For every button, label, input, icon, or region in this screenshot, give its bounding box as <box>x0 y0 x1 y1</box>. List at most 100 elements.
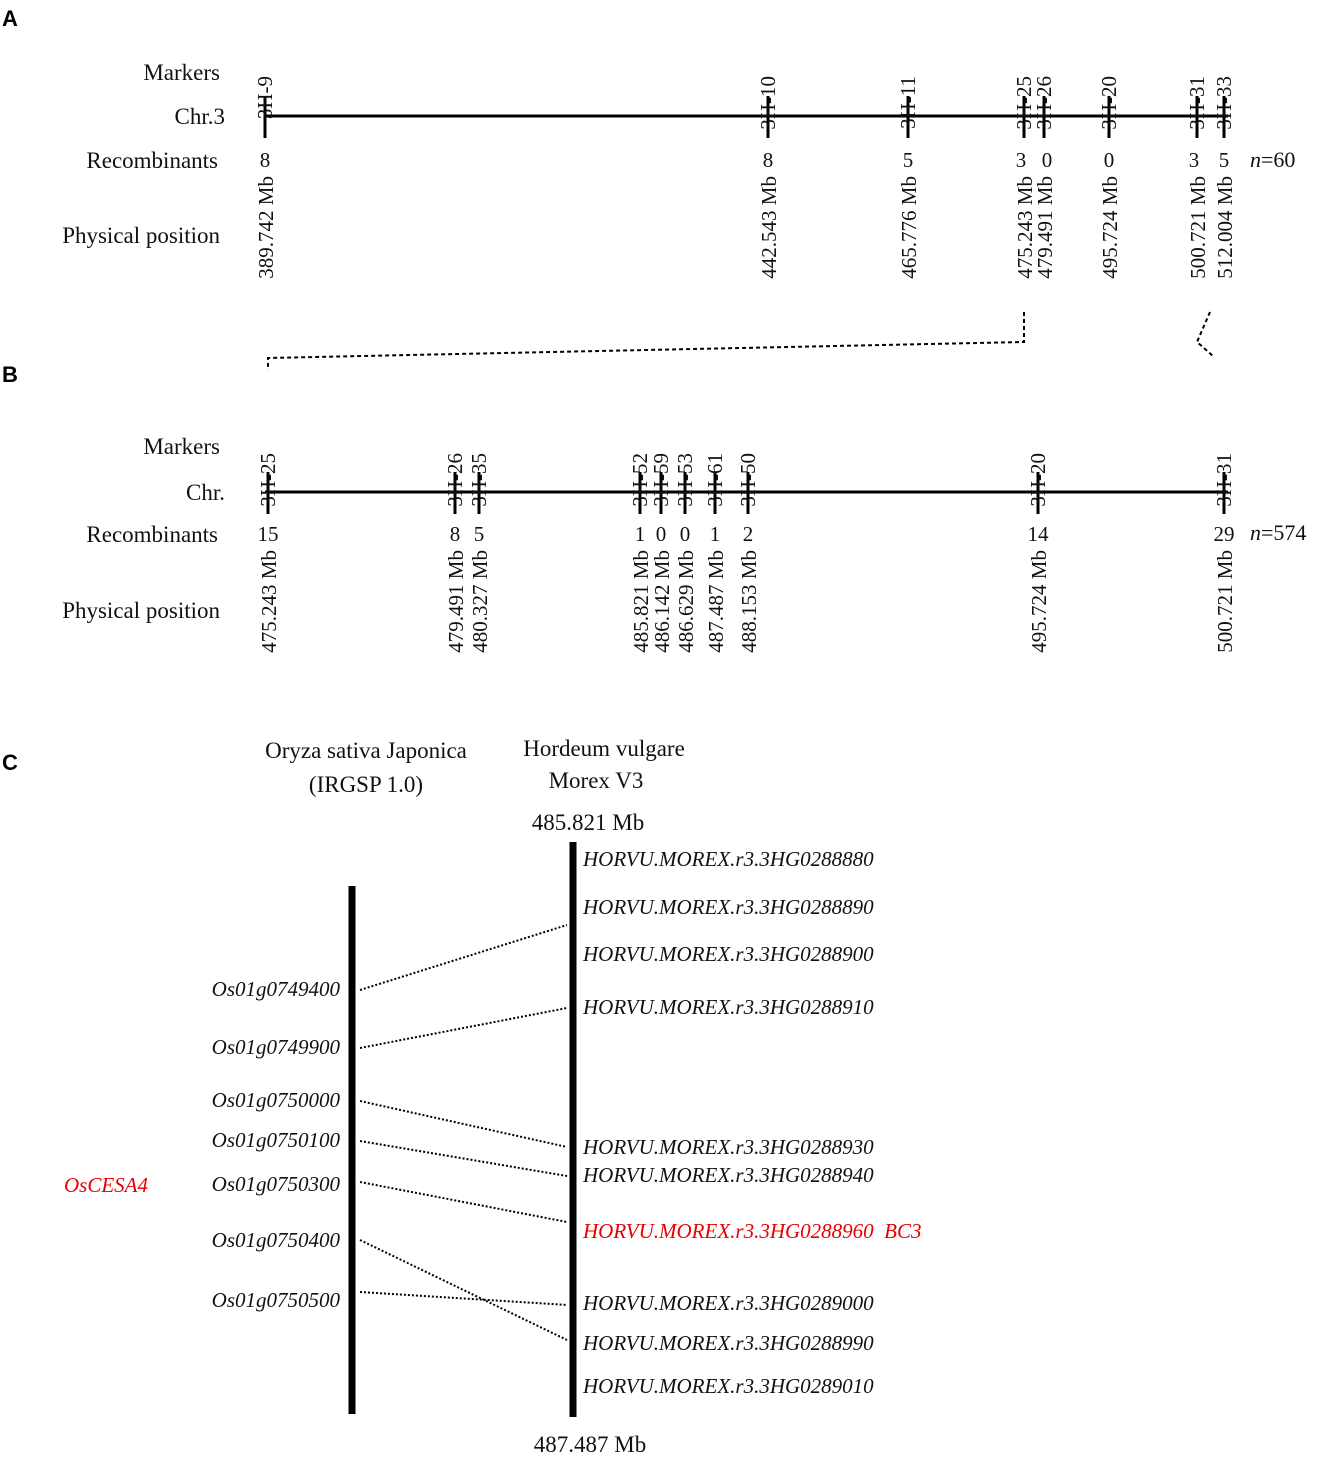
synteny-link-4 <box>359 1181 568 1223</box>
panel-b-3h-31-position: 500.721 Mb <box>1213 550 1237 653</box>
panel-b-3h-35-position: 480.327 Mb <box>468 550 492 653</box>
rice-gene-os01g0749400: Os01g0749400 <box>212 977 341 1001</box>
panel-b-markers-label: Markers <box>143 434 220 459</box>
synteny-link-2 <box>359 1100 568 1148</box>
rice-gene-os01g0750500: Os01g0750500 <box>212 1288 341 1312</box>
panel-a-3h-20-recombinants: 0 <box>1104 148 1115 172</box>
panel-b-3h-26-recombinants: 8 <box>450 522 461 546</box>
panel-b-3h-35-recombinants: 5 <box>474 522 485 546</box>
panel-b-3h-31-recombinants: 29 <box>1214 522 1235 546</box>
panel-b-3h-20-recombinants: 14 <box>1028 522 1050 546</box>
panel-b-3h-50-recombinants: 2 <box>743 522 754 546</box>
panel-b-3h-61-recombinants: 1 <box>710 522 721 546</box>
panel-b-3h-52-position: 485.821 Mb <box>629 550 653 653</box>
panel-a-physical-label: Physical position <box>62 223 220 248</box>
panel-b-recombinants-label: Recombinants <box>86 522 218 547</box>
panel-a-3h-9-recombinants: 8 <box>260 148 271 172</box>
panel-b-3h-59-position: 486.142 Mb <box>650 550 674 653</box>
rice-title-line1: Oryza sativa Japonica <box>265 738 467 763</box>
synteny-links <box>359 924 568 1341</box>
panel-a-3h-33-position: 512.004 Mb <box>1213 176 1237 279</box>
panel-c: C Oryza sativa Japonica (IRGSP 1.0) Hord… <box>2 736 922 1457</box>
panel-a-3h-25-name: 3H-25 <box>1012 76 1036 130</box>
panel-b-3h-35-name: 3H-35 <box>467 453 491 507</box>
panel-b-physical-label: Physical position <box>62 598 220 623</box>
panel-a-markers-label: Markers <box>143 60 220 85</box>
synteny-link-1 <box>359 1007 568 1049</box>
barley-gene-9: HORVU.MOREX.r3.3HG0289010 <box>582 1374 874 1398</box>
barley-gene-8: HORVU.MOREX.r3.3HG0288990 <box>582 1331 874 1355</box>
panel-b-markers: 3H-25 15 475.243 Mb 3H-26 8 479.491 Mb 3H-35 5 4… <box>256 453 1237 653</box>
rice-gene-os01g0750300: Os01g0750300 <box>212 1172 341 1196</box>
panel-a-3h-31-position: 500.721 Mb <box>1186 176 1210 279</box>
panel-a-3h-26-position: 479.491 Mb <box>1033 176 1057 279</box>
panel-b-letter: B <box>2 362 18 387</box>
barley-top-position: 485.821 Mb <box>532 810 644 835</box>
zoom-connector-left <box>267 312 1025 370</box>
panel-b-3h-59-recombinants: 0 <box>656 522 667 546</box>
barley-gene-2: HORVU.MOREX.r3.3HG0288900 <box>582 942 874 966</box>
synteny-link-0 <box>359 924 568 991</box>
panel-a-3h-31-recombinants: 3 <box>1189 148 1200 172</box>
panel-b-3h-26-position: 479.491 Mb <box>444 550 468 653</box>
rice-highlight-gene: OsCESA4 <box>64 1173 149 1197</box>
rice-gene-os01g0750400: Os01g0750400 <box>212 1228 341 1252</box>
rice-gene-os01g0750000: Os01g0750000 <box>212 1088 341 1112</box>
barley-gene-3: HORVU.MOREX.r3.3HG0288910 <box>582 995 874 1019</box>
rice-gene-labels: Os01g0749400Os01g0749900Os01g0750000Os01… <box>212 977 341 1312</box>
barley-title-line2: Morex V3 <box>549 768 644 793</box>
panel-a-3h-11-name: 3H-11 <box>896 76 920 129</box>
panel-a-3h-26-name: 3H-26 <box>1032 76 1056 130</box>
panel-b-3h-31-name: 3H-31 <box>1212 453 1236 507</box>
synteny-link-3 <box>359 1140 568 1177</box>
panel-a-3h-9-name: 3H-9 <box>253 76 277 119</box>
panel-a: A Markers Chr.3 Recombinants Physical po… <box>2 6 1295 279</box>
panel-a-3h-25-recombinants: 3 <box>1016 148 1027 172</box>
panel-a-3h-11-position: 465.776 Mb <box>897 176 921 279</box>
barley-title-line1: Hordeum vulgare <box>523 736 685 761</box>
panel-a-chromosome-label: Chr.3 <box>175 104 225 129</box>
barley-gene-5: HORVU.MOREX.r3.3HG0288940 <box>582 1163 874 1187</box>
panel-a-3h-31-name: 3H-31 <box>1185 76 1209 130</box>
panel-b-chromosome-label: Chr. <box>186 480 225 505</box>
panel-b: B Markers Chr. Recombinants Physical pos… <box>2 362 1306 653</box>
panel-b-3h-20-name: 3H-20 <box>1026 453 1050 507</box>
panel-a-3h-33-recombinants: 5 <box>1219 148 1230 172</box>
panel-b-3h-53-name: 3H-53 <box>673 453 697 507</box>
panel-a-3h-25-position: 475.243 Mb <box>1013 176 1037 279</box>
panel-b-3h-26-name: 3H-26 <box>443 453 467 507</box>
barley-gene-7: HORVU.MOREX.r3.3HG0289000 <box>582 1291 874 1315</box>
barley-gene-1: HORVU.MOREX.r3.3HG0288890 <box>582 895 874 919</box>
rice-title-line2: (IRGSP 1.0) <box>309 772 423 797</box>
panel-c-letter: C <box>2 750 18 775</box>
panel-b-3h-50-position: 488.153 Mb <box>737 550 761 653</box>
panel-b-3h-61-name: 3H-61 <box>703 453 727 507</box>
panel-a-letter: A <box>2 6 18 31</box>
panel-a-n-label: n=60 <box>1250 147 1295 172</box>
panel-b-3h-52-recombinants: 1 <box>635 522 646 546</box>
panel-a-3h-33-name: 3H-33 <box>1212 76 1236 130</box>
barley-gene-4: HORVU.MOREX.r3.3HG0288930 <box>582 1135 874 1159</box>
panel-a-3h-26-recombinants: 0 <box>1042 148 1053 172</box>
panel-b-3h-52-name: 3H-52 <box>628 453 652 507</box>
barley-highlight-gene: HORVU.MOREX.r3.3HG0288960 BC3 <box>582 1219 922 1243</box>
panel-b-3h-59-name: 3H-59 <box>649 453 673 507</box>
panel-b-3h-53-recombinants: 0 <box>680 522 691 546</box>
panel-a-3h-10-name: 3H-10 <box>756 76 780 130</box>
panel-b-3h-25-name: 3H-25 <box>256 453 280 507</box>
panel-a-3h-10-recombinants: 8 <box>763 148 774 172</box>
panel-b-3h-25-position: 475.243 Mb <box>257 550 281 653</box>
rice-gene-os01g0750100: Os01g0750100 <box>212 1128 341 1152</box>
panel-a-3h-11-recombinants: 5 <box>903 148 914 172</box>
panel-b-n-label: n=574 <box>1250 520 1306 545</box>
panel-b-3h-61-position: 487.487 Mb <box>704 550 728 653</box>
zoom-connector-right <box>1195 311 1214 357</box>
panel-b-3h-25-recombinants: 15 <box>258 522 279 546</box>
panel-b-3h-50-name: 3H-50 <box>736 453 760 507</box>
rice-gene-os01g0749900: Os01g0749900 <box>212 1035 341 1059</box>
panel-a-3h-20-position: 495.724 Mb <box>1098 176 1122 279</box>
panel-a-3h-10-position: 442.543 Mb <box>757 176 781 279</box>
